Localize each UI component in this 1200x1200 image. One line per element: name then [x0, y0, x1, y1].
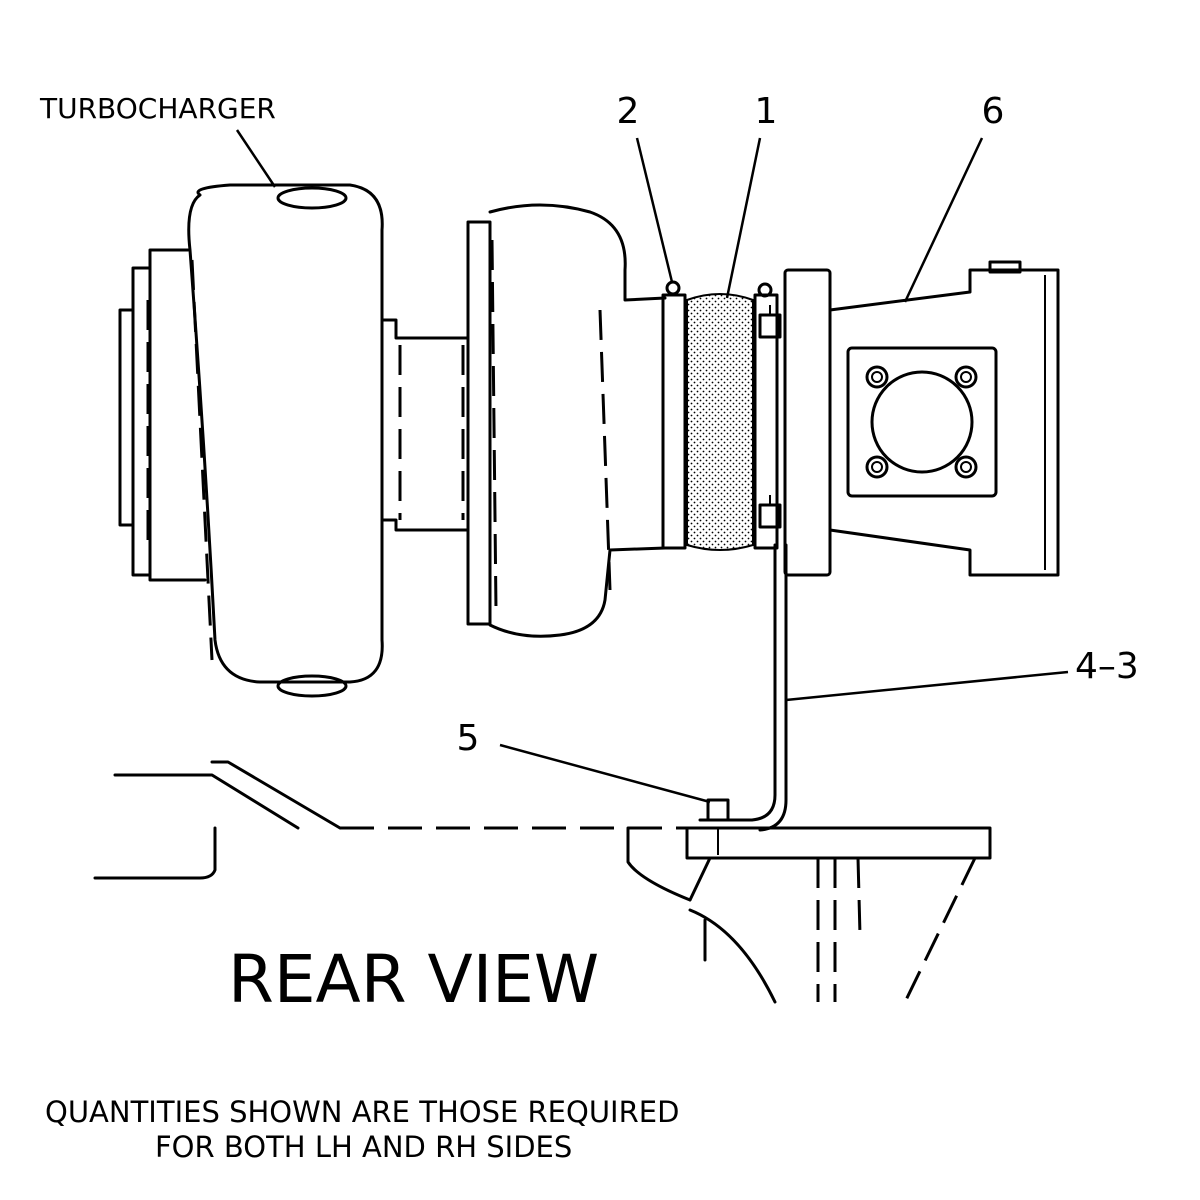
turbocharger-label: TURBOCHARGER	[39, 92, 276, 125]
leader-lines	[235, 129, 1069, 804]
elbow-adapter	[783, 260, 1060, 577]
callout-1: 1	[755, 91, 778, 132]
quantities-note-line-1: QUANTITIES SHOWN ARE THOSE REQUIRED	[45, 1095, 679, 1129]
callout-6: 6	[982, 91, 1005, 132]
callout-4-3: 4–3	[1075, 646, 1139, 687]
compressor-housing	[466, 203, 667, 638]
center-housing	[380, 318, 470, 532]
engine-frame	[93, 760, 977, 1004]
callout-2: 2	[617, 91, 640, 132]
view-title: REAR VIEW	[228, 941, 599, 1018]
clamp-and-hose	[661, 280, 782, 551]
quantities-note-line-2: FOR BOTH LH AND RH SIDES	[155, 1130, 572, 1164]
turbine-housing	[118, 183, 384, 698]
support-bracket	[685, 543, 992, 860]
callout-5: 5	[457, 718, 480, 759]
